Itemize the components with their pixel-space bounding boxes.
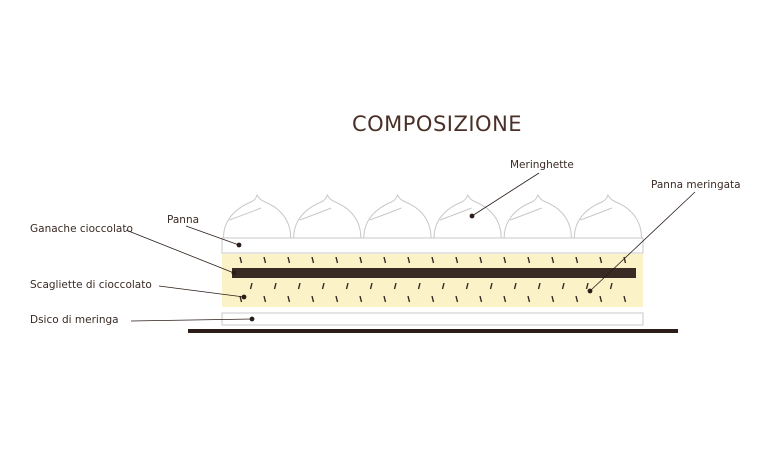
chocolate-chip <box>263 295 267 303</box>
chocolate-chip <box>239 256 243 264</box>
chocolate-chip <box>599 256 603 264</box>
cake-base-plate <box>188 329 678 333</box>
chocolate-chip <box>393 282 397 290</box>
dot-disco <box>249 316 255 322</box>
leader-scagliette <box>158 285 245 298</box>
chocolate-chip <box>561 282 565 290</box>
chocolate-chip <box>455 295 459 303</box>
label-panna-meringata: Panna meringata <box>651 179 741 191</box>
meringue-kiss <box>293 193 362 239</box>
chocolate-chip <box>287 256 291 264</box>
meringue-swirl <box>509 207 542 221</box>
chocolate-chip <box>431 256 435 264</box>
chocolate-chip <box>455 256 459 264</box>
chocolate-chip <box>311 295 315 303</box>
chocolate-chip <box>537 282 541 290</box>
chocolate-chip <box>407 256 411 264</box>
chocolate-chip <box>503 256 507 264</box>
panna-layer <box>221 237 644 254</box>
label-disco: Dsico di meringa <box>30 314 119 326</box>
meringue-disc <box>221 312 644 326</box>
chocolate-chip <box>489 282 493 290</box>
ganache-layer <box>232 268 636 278</box>
label-scagliette: Scagliette di cioccolato <box>30 279 152 291</box>
chocolate-chip <box>551 295 555 303</box>
chocolate-chip <box>599 295 603 303</box>
label-panna: Panna <box>167 214 200 226</box>
chocolate-chip <box>503 295 507 303</box>
chocolate-chip <box>623 256 627 264</box>
chocolate-chip <box>273 282 277 290</box>
chocolate-chip <box>513 282 517 290</box>
leader-panna-meringata <box>589 191 696 292</box>
chocolate-chip <box>441 282 445 290</box>
meringue-kiss <box>433 193 502 239</box>
leader-meringhette <box>471 172 540 217</box>
dot-panna <box>236 242 242 248</box>
chocolate-chip <box>311 256 315 264</box>
dot-ganache <box>231 270 237 276</box>
chocolate-chip <box>321 282 325 290</box>
chocolate-chip <box>551 256 555 264</box>
chocolate-chip <box>335 295 339 303</box>
leader-ganache <box>125 229 235 274</box>
meringue-swirl <box>229 207 262 221</box>
meringue-swirl <box>439 207 472 221</box>
chocolate-chip <box>335 256 339 264</box>
chocolate-chip <box>359 295 363 303</box>
chocolate-chip <box>417 282 421 290</box>
label-meringhette: Meringhette <box>510 159 574 171</box>
meringue-swirl <box>580 207 613 221</box>
chocolate-chip <box>609 282 613 290</box>
chocolate-chip <box>407 295 411 303</box>
chocolate-chip <box>575 256 579 264</box>
meringue-kiss <box>573 193 643 239</box>
dot-scagliette <box>241 294 247 300</box>
leader-disco <box>130 318 253 322</box>
chocolate-chips <box>239 256 627 303</box>
chocolate-chip <box>383 295 387 303</box>
chocolate-chip <box>623 295 627 303</box>
chocolate-chip <box>287 295 291 303</box>
chocolate-chip <box>345 282 349 290</box>
chocolate-chip <box>297 282 301 290</box>
chocolate-chip <box>369 282 373 290</box>
chocolate-chip <box>383 256 387 264</box>
label-ganache: Ganache cioccolato <box>30 223 133 235</box>
meringue-kiss <box>222 193 292 239</box>
meringue-row <box>222 193 643 239</box>
chocolate-chip <box>263 256 267 264</box>
chocolate-chip <box>431 295 435 303</box>
dot-panna-meringata <box>587 288 593 294</box>
chocolate-chip <box>575 295 579 303</box>
dot-meringhette <box>469 213 475 219</box>
meringue-swirl <box>299 207 332 221</box>
leader-panna <box>185 225 240 246</box>
chocolate-chip <box>239 295 243 303</box>
chocolate-chip <box>527 256 531 264</box>
chocolate-chip <box>465 282 469 290</box>
chocolate-chip <box>359 256 363 264</box>
chocolate-chip <box>479 256 483 264</box>
meringue-swirl <box>369 207 402 221</box>
chocolate-chip <box>479 295 483 303</box>
chocolate-chip <box>249 282 253 290</box>
chocolate-chip <box>527 295 531 303</box>
meringue-kiss <box>363 193 432 239</box>
diagram-title: COMPOSIZIONE <box>351 112 523 136</box>
chocolate-chip <box>585 282 589 290</box>
meringue-kiss <box>503 193 572 239</box>
